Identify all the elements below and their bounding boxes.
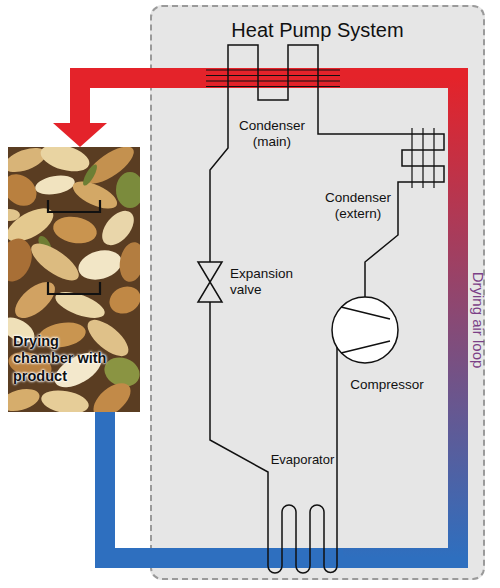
compressor-box: Compressor [332, 297, 398, 363]
condenser-fins [412, 128, 434, 188]
condenser-box: Condenser (extern) [396, 128, 454, 188]
condenser-coil [228, 45, 318, 112]
arrow-head [53, 123, 107, 147]
product-piece [117, 240, 140, 284]
compressor-symbol [332, 297, 398, 363]
product-piece [8, 385, 42, 412]
product-piece [87, 377, 136, 412]
product-piece [34, 173, 77, 198]
condenser-box: Condenser (main) [222, 40, 322, 112]
evaporator-coil [268, 498, 337, 573]
product-piece [9, 275, 61, 324]
valve-leg [209, 260, 211, 304]
valve-symbol [198, 262, 222, 302]
product-piece [69, 176, 121, 214]
condenser-fins [206, 70, 340, 87]
product-piece [36, 234, 55, 256]
product-piece [116, 172, 140, 208]
compressor-leg [336, 347, 338, 363]
valve-box: Expansion valve [196, 260, 224, 304]
product-piece [26, 237, 84, 287]
product-piece [81, 147, 139, 190]
tray-bracket [48, 282, 100, 294]
condenser-coil [396, 134, 444, 188]
product-piece [8, 168, 43, 213]
component-label: Condenser (main) [232, 118, 312, 150]
evaporator-box: Evaporator [262, 498, 343, 578]
tray-bracket [48, 200, 100, 212]
product-piece [51, 213, 99, 246]
component-label: Expansion valve [230, 266, 310, 298]
air-band-segment [222, 68, 322, 88]
product-piece [8, 202, 59, 249]
chamber-background [8, 147, 140, 412]
product-piece [96, 205, 140, 251]
product-illustration [8, 147, 140, 412]
product-piece [52, 287, 108, 324]
drying-chamber: Drying chamber with product [8, 147, 140, 412]
refrigerant-pipe [318, 112, 396, 134]
component-label: Compressor [342, 377, 432, 393]
product-piece [105, 281, 140, 318]
product-piece [8, 209, 20, 221]
product-piece [39, 387, 90, 412]
compressor-blades [341, 307, 390, 353]
refrigerant-pipe [210, 304, 268, 498]
product-piece [8, 147, 49, 177]
refrigerant-pipe [365, 188, 398, 297]
product-piece [81, 163, 100, 188]
product-piece [8, 234, 38, 286]
refrigerant-pipe [336, 363, 338, 498]
product-piece [75, 246, 125, 284]
component-label: Condenser (extern) [318, 190, 398, 222]
component-label: Drying chamber with product [13, 333, 118, 385]
product-piece [38, 147, 93, 176]
air-band-segment [262, 548, 343, 568]
system-boundary: Condenser (main) Condenser (extern) Expans… [150, 5, 485, 580]
air-duct [322, 78, 458, 558]
air-duct [80, 78, 222, 123]
group-heading: Heat Pump System [152, 18, 483, 42]
refrigerant-pipe [210, 112, 228, 260]
component-label: Evaporator [252, 452, 353, 468]
air-duct [105, 412, 262, 558]
